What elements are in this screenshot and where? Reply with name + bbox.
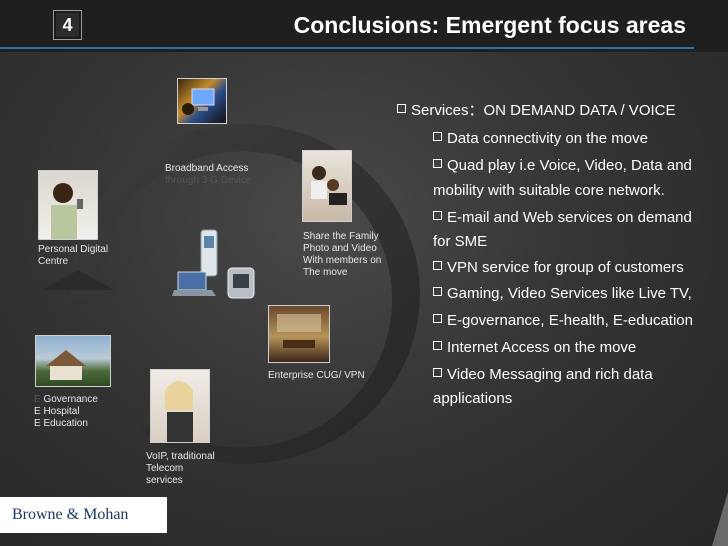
caption-voip: VoIP, traditional Telecom services bbox=[146, 451, 215, 487]
caption-share: Share the Family Photo and Video With me… bbox=[303, 231, 381, 279]
bullet-item: E-governance, E-health, E-education bbox=[433, 312, 693, 329]
laptop-icon bbox=[172, 271, 216, 296]
bullet-item-text: Video Messaging and rich data bbox=[447, 366, 653, 383]
voip-photo bbox=[150, 369, 210, 443]
computer-monitor-icon bbox=[182, 88, 215, 115]
slide-number: 4 bbox=[53, 10, 82, 40]
caption-share-line: The move bbox=[303, 267, 348, 278]
bullet-item: Data connectivity on the move bbox=[433, 130, 648, 147]
caption-governance-text: Governance bbox=[40, 394, 98, 405]
company-name: Browne & Mohan bbox=[12, 506, 129, 523]
bullet-item-text: Internet Access on the move bbox=[447, 339, 637, 356]
broadband-photo bbox=[177, 78, 227, 124]
pda-icon bbox=[227, 267, 255, 299]
caption-governance-line: E Education bbox=[34, 418, 88, 429]
person-with-phone-icon bbox=[51, 183, 83, 239]
slide-title: Conclusions: Emergent focus areas bbox=[293, 12, 686, 38]
checkbox-bullet-icon bbox=[433, 341, 442, 350]
bullet-main: Services：ON DEMAND DATA / VOICE bbox=[397, 99, 676, 120]
personal-photo bbox=[38, 170, 98, 240]
checkbox-bullet-icon bbox=[433, 159, 442, 168]
caption-share-line: Photo and Video bbox=[303, 243, 377, 254]
checkbox-bullet-icon bbox=[433, 261, 442, 270]
bullet-item-text: VPN service for group of customers bbox=[447, 259, 684, 276]
caption-broadband-line: through 3 G Device bbox=[165, 175, 252, 186]
header-underline bbox=[0, 47, 694, 49]
caption-personal: Personal Digital Centre bbox=[38, 244, 108, 268]
caption-personal-line: Personal Digital bbox=[38, 244, 109, 255]
bullet-item: Gaming, Video Services like Live TV, bbox=[433, 285, 692, 302]
woman-on-phone-icon bbox=[165, 381, 193, 442]
caption-broadband: Broadband Access through 3 G Device bbox=[165, 163, 251, 187]
cycle-arrow-head-icon bbox=[42, 270, 114, 290]
caption-broadband-line: Broadband Access bbox=[165, 163, 249, 174]
bullet-item-text: E-mail and Web services on demand bbox=[447, 209, 692, 226]
bullet-item-continued: mobility with suitable core network. bbox=[433, 182, 665, 199]
house-icon bbox=[46, 350, 86, 380]
caption-voip-line: services bbox=[146, 475, 183, 486]
bullet-item: VPN service for group of customers bbox=[433, 259, 684, 276]
bullet-item-text: for SME bbox=[433, 233, 488, 250]
checkbox-bullet-icon bbox=[433, 211, 442, 220]
bullet-item-text: Quad play i.e Voice, Video, Data and bbox=[447, 157, 692, 174]
caption-enterprise: Enterprise CUG/ VPN bbox=[268, 370, 365, 381]
enterprise-photo bbox=[268, 305, 330, 363]
caption-voip-line: VoIP, traditional bbox=[146, 451, 215, 462]
mobile-phone-icon bbox=[200, 229, 218, 277]
bullet-item-text: Data connectivity on the move bbox=[447, 130, 648, 147]
bullet-item-text: Gaming, Video Services like Live TV, bbox=[447, 285, 692, 302]
bullet-item-continued: applications bbox=[433, 390, 512, 407]
caption-governance-line: E Hospital bbox=[34, 406, 80, 417]
bullet-item: Video Messaging and rich data bbox=[433, 366, 653, 383]
bullet-main-text: Services：ON DEMAND DATA / VOICE bbox=[411, 102, 676, 119]
caption-share-line: With members on bbox=[303, 255, 382, 266]
checkbox-bullet-icon bbox=[397, 104, 406, 113]
office-room-icon bbox=[277, 314, 321, 348]
checkbox-bullet-icon bbox=[433, 314, 442, 323]
bullet-item: E-mail and Web services on demand bbox=[433, 209, 692, 226]
caption-personal-line: Centre bbox=[38, 256, 69, 267]
checkbox-bullet-icon bbox=[433, 368, 442, 377]
header-bar bbox=[0, 0, 728, 52]
checkbox-bullet-icon bbox=[433, 132, 442, 141]
caption-share-line: Share the Family bbox=[303, 231, 379, 242]
family-laptop-icon bbox=[311, 166, 347, 205]
bullet-item: Internet Access on the move bbox=[433, 339, 636, 356]
checkbox-bullet-icon bbox=[433, 287, 442, 296]
bullet-item-text: E-governance, E-health, E-education bbox=[447, 312, 693, 329]
company-logo: Browne & Mohan bbox=[0, 497, 167, 533]
bullet-item-text: mobility with suitable core network. bbox=[433, 182, 665, 199]
family-photo bbox=[302, 150, 352, 222]
corner-decoration bbox=[712, 492, 728, 546]
caption-voip-line: Telecom bbox=[146, 463, 184, 474]
bullet-item: Quad play i.e Voice, Video, Data and bbox=[433, 157, 692, 174]
caption-governance-e: E bbox=[34, 394, 41, 405]
devices-cluster bbox=[172, 229, 255, 299]
caption-governance: E Governance E Hospital E Education bbox=[34, 394, 98, 430]
bullet-item-continued: for SME bbox=[433, 233, 487, 250]
governance-photo bbox=[35, 335, 111, 387]
bullet-item-text: applications bbox=[433, 390, 513, 407]
caption-governance-line: E Governance bbox=[34, 394, 98, 406]
